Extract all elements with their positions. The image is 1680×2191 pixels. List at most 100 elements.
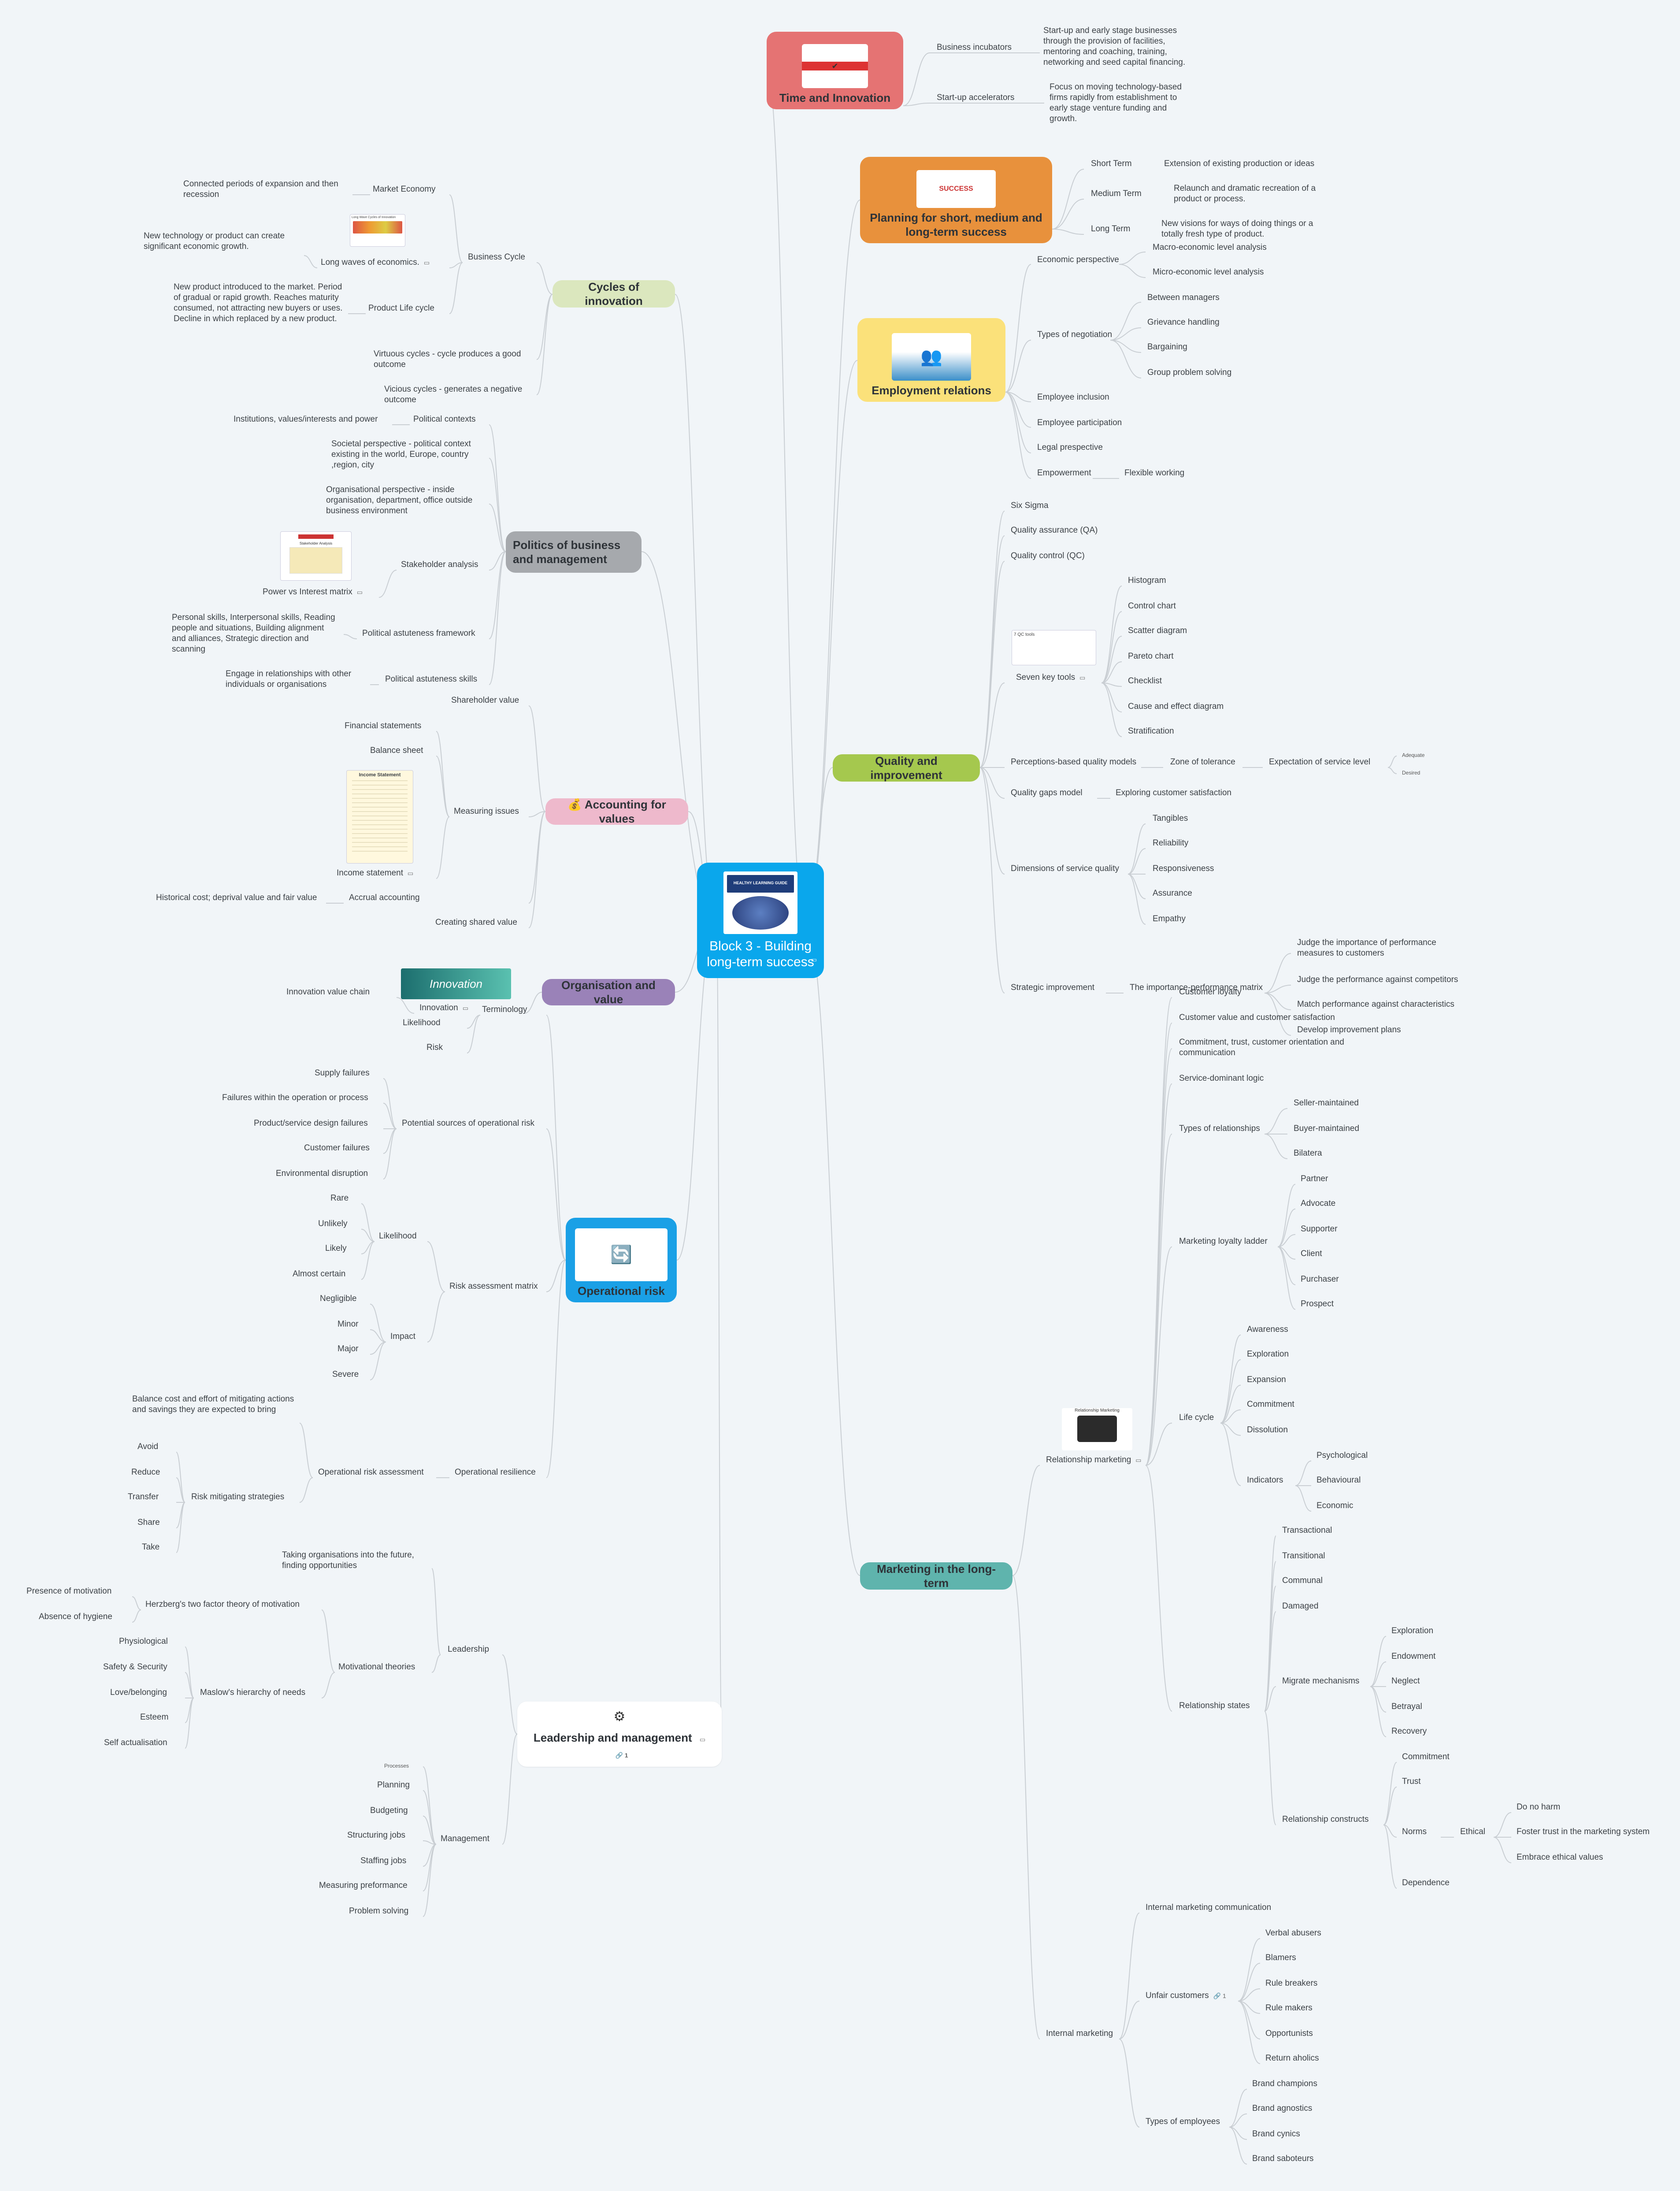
note-icon[interactable]: ▭ <box>408 870 414 877</box>
rc-ethical[interactable]: Ethical <box>1460 1827 1486 1836</box>
income-statement[interactable]: Income statement▭ <box>337 868 414 878</box>
branch-quality-improvement[interactable]: Quality and improvement <box>833 754 980 782</box>
adequate[interactable]: Adequate <box>1402 752 1425 758</box>
note-icon[interactable]: ▭ <box>811 956 817 963</box>
matrix-likelihood[interactable]: Likelihood <box>379 1231 417 1241</box>
internal-marketing-communication[interactable]: Internal marketing communication <box>1146 1903 1272 1912</box>
branch-time-innovation[interactable]: ✔ Time and Innovation <box>767 32 903 109</box>
accrual-accounting[interactable]: Accrual accounting <box>349 893 420 902</box>
seller-maintained[interactable]: Seller-maintained <box>1294 1098 1359 1108</box>
presence-of-motivation[interactable]: Presence of motivation <box>26 1587 112 1596</box>
safety-security[interactable]: Safety & Security <box>103 1662 167 1672</box>
develop-improvement-plans[interactable]: Develop improvement plans <box>1297 1025 1401 1034</box>
histogram[interactable]: Histogram <box>1128 576 1166 585</box>
seven-key-tools[interactable]: Seven key tools▭ <box>1016 673 1086 682</box>
management[interactable]: Management <box>441 1834 490 1843</box>
lc-awareness[interactable]: Awareness <box>1247 1325 1288 1334</box>
buyer-maintained[interactable]: Buyer-maintained <box>1294 1124 1359 1133</box>
severe[interactable]: Severe <box>332 1370 359 1379</box>
power-interest-matrix[interactable]: Power vs Interest matrix▭ <box>263 587 363 597</box>
client[interactable]: Client <box>1301 1249 1322 1258</box>
note-icon[interactable]: ▭ <box>462 1005 468 1012</box>
foster-trust[interactable]: Foster trust in the marketing system <box>1517 1827 1650 1836</box>
long-term[interactable]: Long Term <box>1091 224 1131 234</box>
reliability[interactable]: Reliability <box>1153 838 1189 848</box>
advocate[interactable]: Advocate <box>1301 1199 1336 1208</box>
customer-failures[interactable]: Customer failures <box>304 1143 370 1153</box>
self-actualisation[interactable]: Self actualisation <box>104 1738 167 1747</box>
risk-mitigating-strategies[interactable]: Risk mitigating strategies <box>191 1492 285 1501</box>
do-no-harm[interactable]: Do no harm <box>1517 1802 1561 1812</box>
motivational-theories[interactable]: Motivational theories <box>338 1662 415 1672</box>
mm-exploration[interactable]: Exploration <box>1391 1626 1434 1635</box>
customer-value-satisfaction[interactable]: Customer value and customer satisfaction <box>1179 1013 1335 1022</box>
tangibles[interactable]: Tangibles <box>1153 814 1188 823</box>
types-of-employees[interactable]: Types of employees <box>1146 2117 1220 2126</box>
internal-marketing[interactable]: Internal marketing <box>1046 2029 1113 2038</box>
central-topic[interactable]: HEALTHY LEARNING GUIDE Block 3 - Buildin… <box>697 863 824 978</box>
lc-expansion[interactable]: Expansion <box>1247 1375 1286 1384</box>
zone-of-tolerance[interactable]: Zone of tolerance <box>1170 757 1235 767</box>
link-icon[interactable]: 🔗 1 <box>1213 1992 1226 1999</box>
dimensions-service-quality[interactable]: Dimensions of service quality <box>1011 864 1120 873</box>
political-contexts[interactable]: Political contexts <box>413 415 476 424</box>
purchaser[interactable]: Purchaser <box>1301 1275 1339 1284</box>
balance-sheet[interactable]: Balance sheet <box>370 746 423 755</box>
environmental-disruption[interactable]: Environmental disruption <box>276 1169 368 1178</box>
avoid[interactable]: Avoid <box>137 1442 159 1451</box>
brand-agnostics[interactable]: Brand agnostics <box>1252 2104 1313 2113</box>
long-waves-economics[interactable]: Long waves of economics.▭ <box>321 258 430 267</box>
bilatera[interactable]: Bilatera <box>1294 1149 1322 1158</box>
damaged[interactable]: Damaged <box>1282 1602 1319 1611</box>
structuring-jobs[interactable]: Structuring jobs <box>347 1831 406 1840</box>
staffing-jobs[interactable]: Staffing jobs <box>360 1856 407 1865</box>
vicious-cycles[interactable]: Vicious cycles - generates a negative ou… <box>384 385 523 404</box>
employee-inclusion[interactable]: Employee inclusion <box>1037 393 1109 402</box>
macro-economic[interactable]: Macro-economic level analysis <box>1153 243 1267 252</box>
rc-commitment[interactable]: Commitment <box>1402 1752 1450 1761</box>
esteem[interactable]: Esteem <box>140 1713 169 1722</box>
legal-perspective[interactable]: Legal prespective <box>1037 443 1103 452</box>
quality-gaps-model[interactable]: Quality gaps model <box>1011 788 1083 797</box>
budgeting[interactable]: Budgeting <box>370 1806 408 1815</box>
business-cycle[interactable]: Business Cycle <box>468 252 525 262</box>
transfer[interactable]: Transfer <box>128 1492 159 1501</box>
types-of-negotiation[interactable]: Types of negotiation <box>1037 330 1113 339</box>
operational-resilience[interactable]: Operational resilience <box>455 1468 536 1477</box>
branch-leadership[interactable]: ⚙ Leadership and management ▭ 🔗 1 <box>517 1702 722 1767</box>
shareholder-value[interactable]: Shareholder value <box>451 696 519 705</box>
transactional[interactable]: Transactional <box>1282 1526 1332 1535</box>
leadership[interactable]: Leadership <box>448 1645 490 1654</box>
failures-within-operation[interactable]: Failures within the operation or process <box>222 1093 368 1102</box>
note-icon[interactable]: ▭ <box>423 259 430 266</box>
rule-makers[interactable]: Rule makers <box>1265 2003 1313 2013</box>
rc-dependence[interactable]: Dependence <box>1402 1878 1450 1887</box>
transitional[interactable]: Transitional <box>1282 1551 1325 1561</box>
blamers[interactable]: Blamers <box>1265 1953 1296 1962</box>
rc-norms[interactable]: Norms <box>1402 1827 1427 1836</box>
judge-performance[interactable]: Judge the performance against competitor… <box>1297 975 1458 984</box>
mm-endowment[interactable]: Endowment <box>1391 1652 1436 1661</box>
absence-of-hygiene[interactable]: Absence of hygiene <box>39 1612 112 1621</box>
likely[interactable]: Likely <box>325 1244 347 1253</box>
innovation[interactable]: Innovation▭ <box>419 1003 468 1012</box>
negligible[interactable]: Negligible <box>320 1294 357 1303</box>
expectation-service-level[interactable]: Expectation of service level <box>1269 757 1371 767</box>
unfair-customers[interactable]: Unfair customers🔗 1 <box>1146 1991 1226 2000</box>
link-icon[interactable]: 🔗 1 <box>615 1752 628 1759</box>
supply-failures[interactable]: Supply failures <box>315 1068 370 1078</box>
flexible-working[interactable]: Flexible working <box>1124 468 1185 478</box>
psychological[interactable]: Psychological <box>1317 1451 1368 1460</box>
take[interactable]: Take <box>142 1542 160 1552</box>
customer-loyalty[interactable]: Customer loyalty <box>1179 987 1242 997</box>
reduce[interactable]: Reduce <box>131 1468 160 1477</box>
short-term[interactable]: Short Term <box>1091 159 1132 168</box>
mm-recovery[interactable]: Recovery <box>1391 1727 1427 1736</box>
match-performance[interactable]: Match performance against characteristic… <box>1297 1000 1454 1009</box>
minor[interactable]: Minor <box>337 1320 359 1329</box>
note-icon[interactable]: ▭ <box>1079 674 1086 681</box>
relationship-marketing[interactable]: Relationship marketing▭ <box>1046 1455 1142 1464</box>
share[interactable]: Share <box>137 1518 160 1527</box>
risk-assessment-matrix[interactable]: Risk assessment matrix <box>449 1282 538 1291</box>
note-icon[interactable]: ▭ <box>699 1736 706 1743</box>
